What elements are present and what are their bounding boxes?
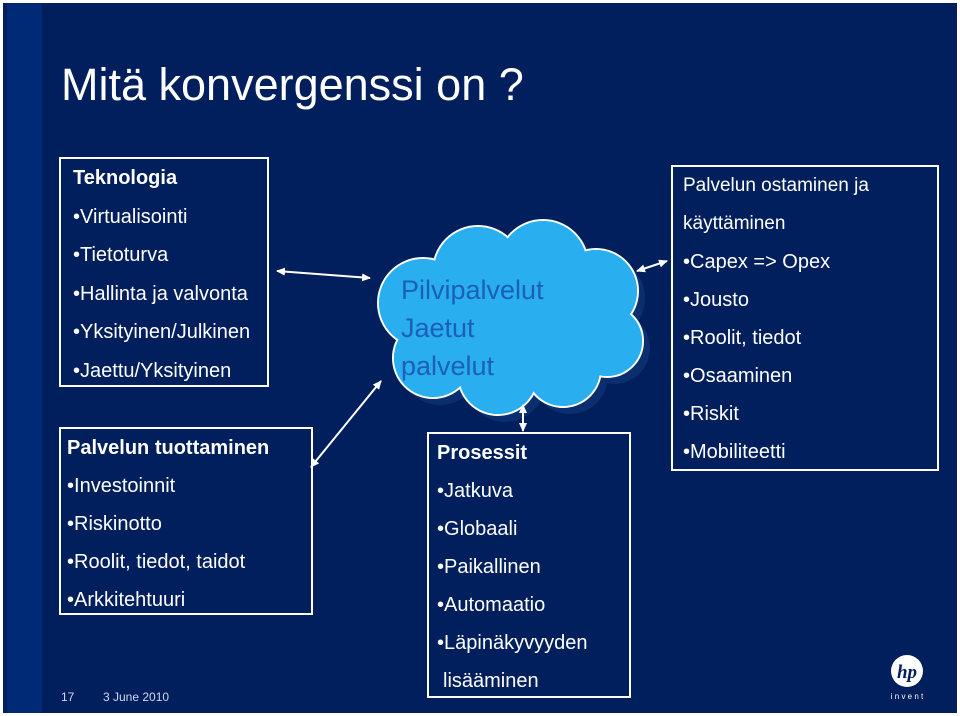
production-box: Palvelun tuottaminen Investoinnit Riskin…: [59, 427, 313, 615]
production-heading: Palvelun tuottaminen: [67, 437, 270, 459]
ownership-item: Capex => Opex: [683, 243, 937, 281]
ownership-heading: Palvelun ostaminen ja: [683, 175, 869, 196]
technology-item: Virtualisointi: [73, 198, 267, 237]
slide: Mitä konvergenssi on ? Teknologia Virtua…: [3, 3, 957, 713]
production-item: Roolit, tiedot, taidot: [67, 543, 311, 581]
processes-item: Globaali: [437, 510, 629, 548]
processes-item: Paikallinen: [437, 548, 629, 586]
ownership-item: Mobiliteetti: [683, 433, 937, 471]
processes-heading: Prosessit: [437, 442, 528, 464]
arrow-production-cloud: [310, 380, 382, 468]
production-item: Riskinotto: [67, 505, 311, 543]
cloud-shape: [377, 219, 650, 422]
ownership-heading: käyttäminen: [683, 213, 786, 234]
cloud-label-line: palvelut: [401, 351, 495, 381]
ownership-item: Riskit: [683, 395, 937, 433]
technology-box: Teknologia Virtualisointi Tietoturva Hal…: [59, 157, 269, 387]
ownership-item: Osaaminen: [683, 357, 937, 395]
slide-title: Mitä konvergenssi on ?: [61, 59, 524, 110]
technology-heading: Teknologia: [73, 167, 178, 189]
cloud-label: Pilvipalvelut Jaetut palvelut: [401, 271, 544, 385]
svg-text:hp: hp: [897, 662, 917, 683]
arrow-cloud-ownership: [636, 259, 668, 273]
processes-box: Prosessit Jatkuva Globaali Paikallinen A…: [427, 432, 631, 698]
ownership-item: Jousto: [683, 281, 937, 319]
technology-item: Hallinta ja valvonta: [73, 275, 267, 314]
accent-bar: [7, 3, 42, 713]
processes-item: Läpinäkyvyyden: [437, 624, 629, 662]
cloud-label-line: Jaetut: [401, 313, 475, 343]
cloud-label-line: Pilvipalvelut: [401, 275, 544, 305]
production-item: Arkkitehtuuri: [67, 581, 311, 619]
slide-number: 17: [61, 690, 75, 704]
ownership-item: Roolit, tiedot: [683, 319, 937, 357]
hp-logo-icon: hp i n v e n t: [891, 655, 924, 701]
slide-date: 3 June 2010: [103, 690, 170, 704]
technology-item: Yksityinen/Julkinen: [73, 313, 267, 352]
technology-item: Jaettu/Yksityinen: [73, 352, 267, 391]
processes-item-continuation: lisääminen: [443, 670, 539, 692]
production-item: Investoinnit: [67, 467, 311, 505]
arrow-technology-cloud: [276, 267, 371, 282]
connector-arrows: [276, 219, 668, 468]
ownership-box: Palvelun ostaminen ja käyttäminen Capex …: [671, 165, 939, 471]
logo-tagline: i n v e n t: [891, 692, 924, 701]
processes-item: Jatkuva: [437, 472, 629, 510]
technology-item: Tietoturva: [73, 236, 267, 275]
processes-item: Automaatio: [437, 586, 629, 624]
